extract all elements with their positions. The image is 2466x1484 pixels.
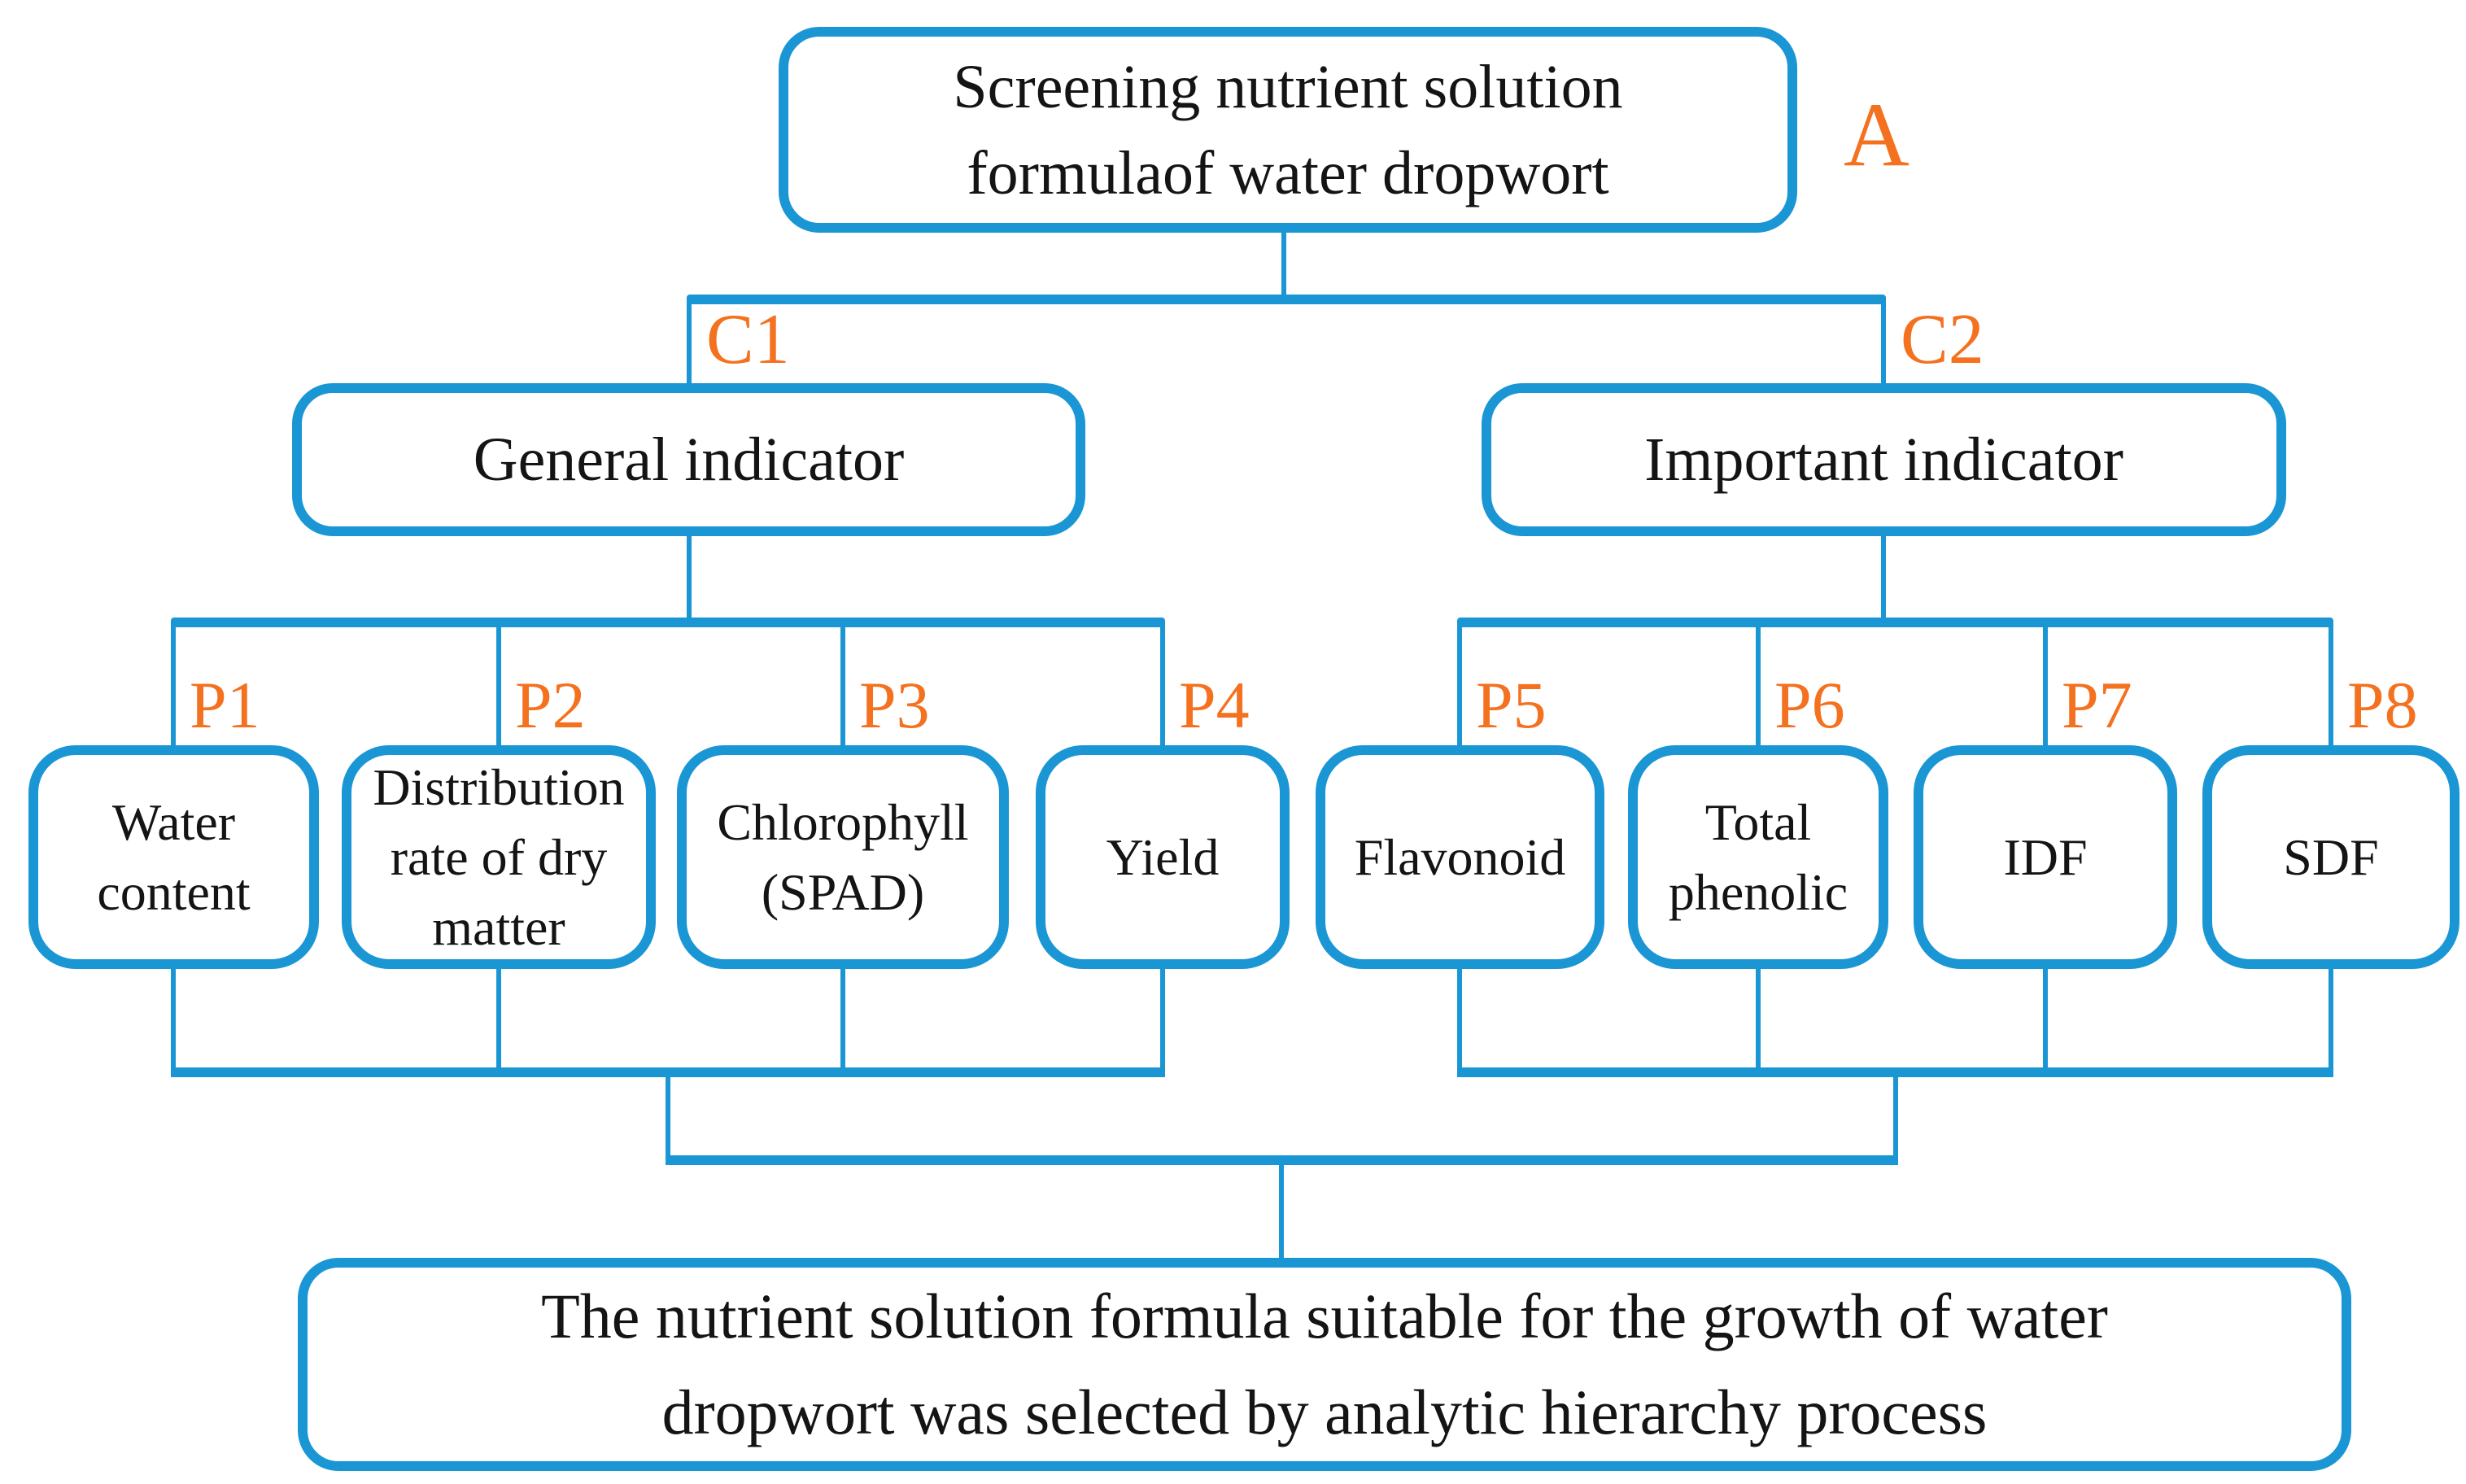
node-goal-text-line2: formulaof water dropwort <box>967 138 1609 207</box>
node-result-line1: The nutrient solution formula suitable f… <box>541 1281 2108 1351</box>
connector-final-down <box>1279 1155 1284 1266</box>
connector-p6-down <box>1756 964 1761 1077</box>
connector-bus-to-p2 <box>496 622 501 749</box>
node-distribution-rate-line1: Distribution <box>373 757 625 816</box>
connector-p4-down <box>1160 964 1165 1077</box>
node-flavonoid-text: Flavonoid <box>1354 827 1566 886</box>
label-p6: P6 <box>1774 668 1845 742</box>
node-important-indicator-text: Important indicator <box>1644 426 2123 494</box>
label-p8: P8 <box>2347 668 2418 742</box>
connector-p5-down <box>1457 964 1462 1077</box>
connector-left-p-bus <box>171 618 1165 627</box>
node-important-indicator: Important indicator <box>1482 383 2286 536</box>
node-result: The nutrient solution formula suitable f… <box>298 1258 2351 1471</box>
connector-bus-to-p4 <box>1160 622 1165 749</box>
node-idf: IDF <box>1914 745 2177 969</box>
label-p1: P1 <box>190 668 260 742</box>
connector-c1-down <box>687 533 692 627</box>
node-general-indicator-text: General indicator <box>473 426 905 494</box>
connector-bus-to-c1 <box>687 297 692 386</box>
connector-p8-down <box>2329 964 2333 1077</box>
label-c1: C1 <box>706 300 790 379</box>
node-total-phenolic-line1: Total <box>1704 792 1812 851</box>
node-result-line2: dropwort was selected by analytic hierar… <box>661 1377 1988 1447</box>
node-distribution-rate: Distribution rate of dry matter <box>342 745 656 969</box>
connector-bus-to-p5 <box>1457 622 1462 749</box>
node-chlorophyll-line1: Chlorophyll <box>717 792 969 851</box>
label-p2: P2 <box>515 668 586 742</box>
node-general-indicator: General indicator <box>292 383 1085 536</box>
connector-p3-down <box>840 964 845 1077</box>
connector-c2-down <box>1881 533 1886 627</box>
connector-bus-to-p1 <box>171 622 176 749</box>
connector-bus-to-p7 <box>2043 622 2048 749</box>
connector-bus-to-p8 <box>2329 622 2333 749</box>
connector-p7-down <box>2043 964 2048 1077</box>
label-p7: P7 <box>2062 668 2132 742</box>
node-sdf-text: SDF <box>2283 827 2379 886</box>
node-yield: Yield <box>1036 745 1290 969</box>
node-water-content-line2: content <box>97 862 251 921</box>
connector-left-merge-down <box>666 1067 670 1165</box>
node-chlorophyll-line2: (SPAD) <box>761 862 925 921</box>
connector-bus-to-p6 <box>1756 622 1761 749</box>
connector-bus-to-c2 <box>1881 297 1886 386</box>
node-total-phenolic: Total phenolic <box>1628 745 1888 969</box>
node-water-content: Water content <box>28 745 319 969</box>
label-p3: P3 <box>859 668 930 742</box>
node-yield-text: Yield <box>1106 827 1220 886</box>
node-idf-text: IDF <box>2003 827 2088 886</box>
node-goal-text-line1: Screening nutrient solution <box>953 52 1623 121</box>
label-c2: C2 <box>1901 300 1984 379</box>
node-goal: Screening nutrient solution formulaof wa… <box>779 27 1797 233</box>
node-sdf: SDF <box>2202 745 2459 969</box>
connector-p2-down <box>496 964 501 1077</box>
label-a: A <box>1844 85 1910 186</box>
node-water-content-line1: Water <box>111 792 236 851</box>
connector-right-p-bus <box>1457 618 2333 627</box>
connector-p1-down <box>171 964 176 1077</box>
node-flavonoid: Flavonoid <box>1316 745 1604 969</box>
connector-level1-bus <box>687 295 1886 304</box>
connector-bus-to-p3 <box>840 622 845 749</box>
connector-goal-down <box>1281 233 1286 302</box>
label-p4: P4 <box>1179 668 1250 742</box>
node-total-phenolic-line2: phenolic <box>1668 862 1848 921</box>
node-distribution-rate-line2: rate of dry <box>390 827 608 886</box>
label-p5: P5 <box>1476 668 1547 742</box>
connector-right-merge-down <box>1893 1067 1898 1165</box>
node-chlorophyll: Chlorophyll (SPAD) <box>677 745 1009 969</box>
node-distribution-rate-line3: matter <box>432 897 565 956</box>
